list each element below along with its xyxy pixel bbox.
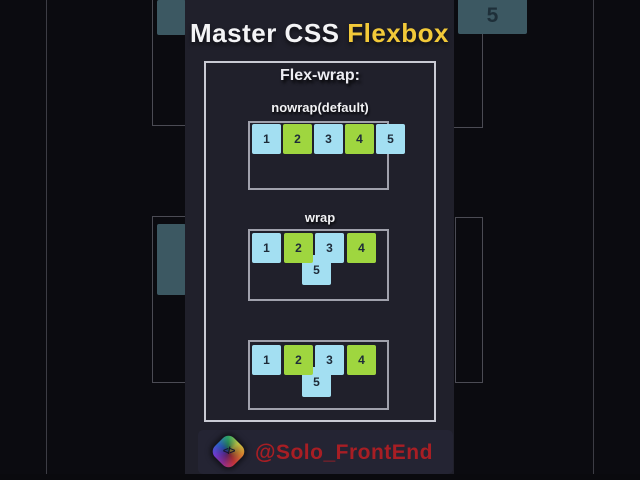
page-title: Master CSS Flexbox — [185, 18, 454, 49]
background-flex-item-partial — [157, 0, 186, 35]
demo-nowrap-container: 1 2 3 4 5 — [248, 121, 405, 190]
background-grid-line-right — [593, 0, 594, 480]
flex-item-4: 4 — [347, 233, 376, 263]
background-flex-item-partial — [157, 224, 186, 295]
flex-item-1: 1 — [252, 124, 281, 154]
credit-bar: </> @Solo_FrontEnd — [198, 430, 453, 474]
flex-item-4: 4 — [345, 124, 374, 154]
title-accent: Flexbox — [347, 18, 449, 48]
section-heading: Flex-wrap: — [279, 67, 360, 84]
bottom-letterbox — [0, 474, 640, 480]
background-grid-line-left — [46, 0, 47, 480]
background-container-right-mid — [455, 217, 483, 383]
demo-wrap-container: 5 1 2 3 4 — [248, 229, 389, 301]
content-panel: Master CSS Flexbox Flex-wrap: nowrap(def… — [185, 0, 454, 480]
flex-item-3: 3 — [315, 233, 344, 263]
demo-nowrap-label: nowrap(default) — [271, 100, 369, 115]
demo-wrap-label: wrap — [304, 210, 336, 225]
flex-item-3: 3 — [315, 345, 344, 375]
flex-item-2: 2 — [283, 124, 312, 154]
channel-logo-icon: </> — [209, 432, 248, 471]
flex-item-3: 3 — [314, 124, 343, 154]
flex-item-1: 1 — [252, 233, 281, 263]
flex-item-1: 1 — [252, 345, 281, 375]
title-prefix: Master CSS — [190, 18, 340, 48]
background-flex-item-5: 5 — [458, 0, 527, 34]
flex-item-2: 2 — [284, 345, 313, 375]
channel-handle: @Solo_FrontEnd — [255, 441, 433, 464]
flex-wrap-demo-frame: Flex-wrap: nowrap(default) 1 2 3 4 5 wra… — [204, 61, 436, 422]
demo-wrap-2-container: 5 1 2 3 4 — [248, 340, 389, 410]
code-icon: </> — [222, 446, 235, 457]
flex-item-4: 4 — [347, 345, 376, 375]
flex-item-5-overflow: 5 — [376, 124, 405, 154]
flex-item-2: 2 — [284, 233, 313, 263]
